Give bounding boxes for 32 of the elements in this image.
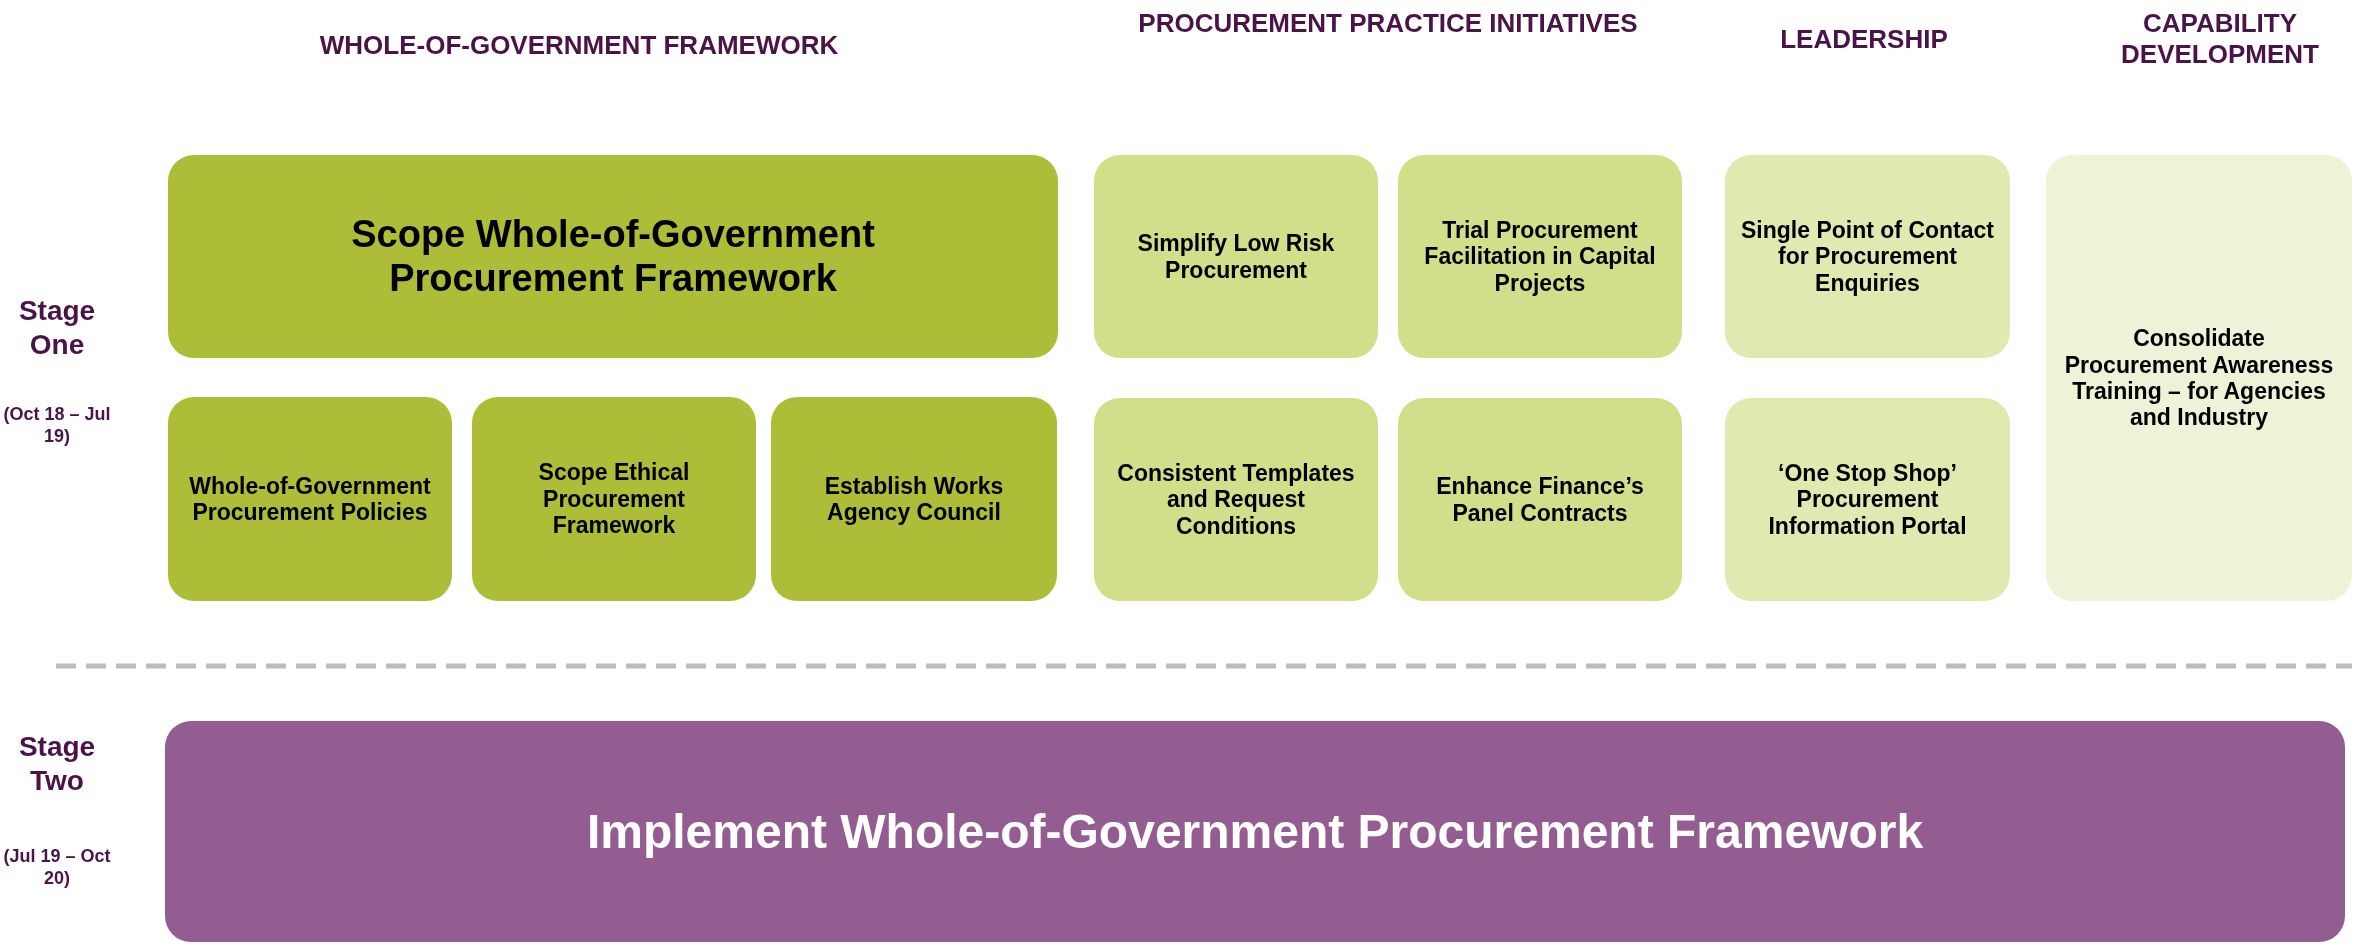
initiative-box: [472, 397, 756, 601]
stage-dates: (Oct 18 – Jul 19): [2, 404, 112, 448]
stage-label: Stage One: [17, 294, 97, 362]
initiative-text: Establish Works Agency Council: [823, 472, 1005, 526]
initiative-text: Simplify Low Risk Procurement: [1136, 230, 1336, 283]
column-heading: PROCUREMENT PRACTICE INITIATIVES: [1137, 8, 1639, 40]
initiative-text: Consolidate Procurement Awareness Training – for Agencies and Industry: [2063, 325, 2335, 431]
initiative-text: Trial Procurement Facilitation in Capital Projects: [1423, 216, 1657, 297]
initiative-text: Implement Whole-of-Government Procurement Framework: [586, 803, 1924, 860]
initiative-box: [2046, 155, 2352, 601]
stage-box: [165, 721, 2345, 942]
initiative-box: [1725, 155, 2010, 358]
initiative-box: [168, 397, 452, 601]
initiative-box: [1094, 155, 1378, 358]
initiative-text: Scope Whole-of-Government Procurement Framework: [350, 212, 876, 301]
column-heading: CAPABILITY DEVELOPMENT: [2120, 8, 2320, 71]
column-heading: LEADERSHIP: [1779, 24, 1949, 56]
stage-label: Stage Two: [17, 730, 97, 798]
initiative-text: Scope Ethical Procurement Framework: [537, 459, 691, 539]
initiative-text: Single Point of Contact for Procurement Enquiries: [1740, 216, 1995, 297]
initiative-text: Consistent Templates and Request Conditions: [1116, 459, 1356, 540]
column-heading: WHOLE-OF-GOVERNMENT FRAMEWORK: [318, 30, 840, 62]
initiative-text: Enhance Finance’s Panel Contracts: [1435, 473, 1645, 526]
initiative-box: [1725, 398, 2010, 601]
stage-box: [168, 155, 1058, 358]
initiative-text: Whole-of-Government Procurement Policies: [188, 472, 432, 526]
initiative-box: [771, 397, 1057, 601]
initiative-text: ‘One Stop Shop’ Procurement Information Portal: [1767, 459, 1968, 540]
stage-dates: (Jul 19 – Oct 20): [2, 846, 112, 890]
initiative-box: [1398, 398, 1682, 601]
initiative-box: [1398, 155, 1682, 358]
initiative-box: [1094, 398, 1378, 601]
